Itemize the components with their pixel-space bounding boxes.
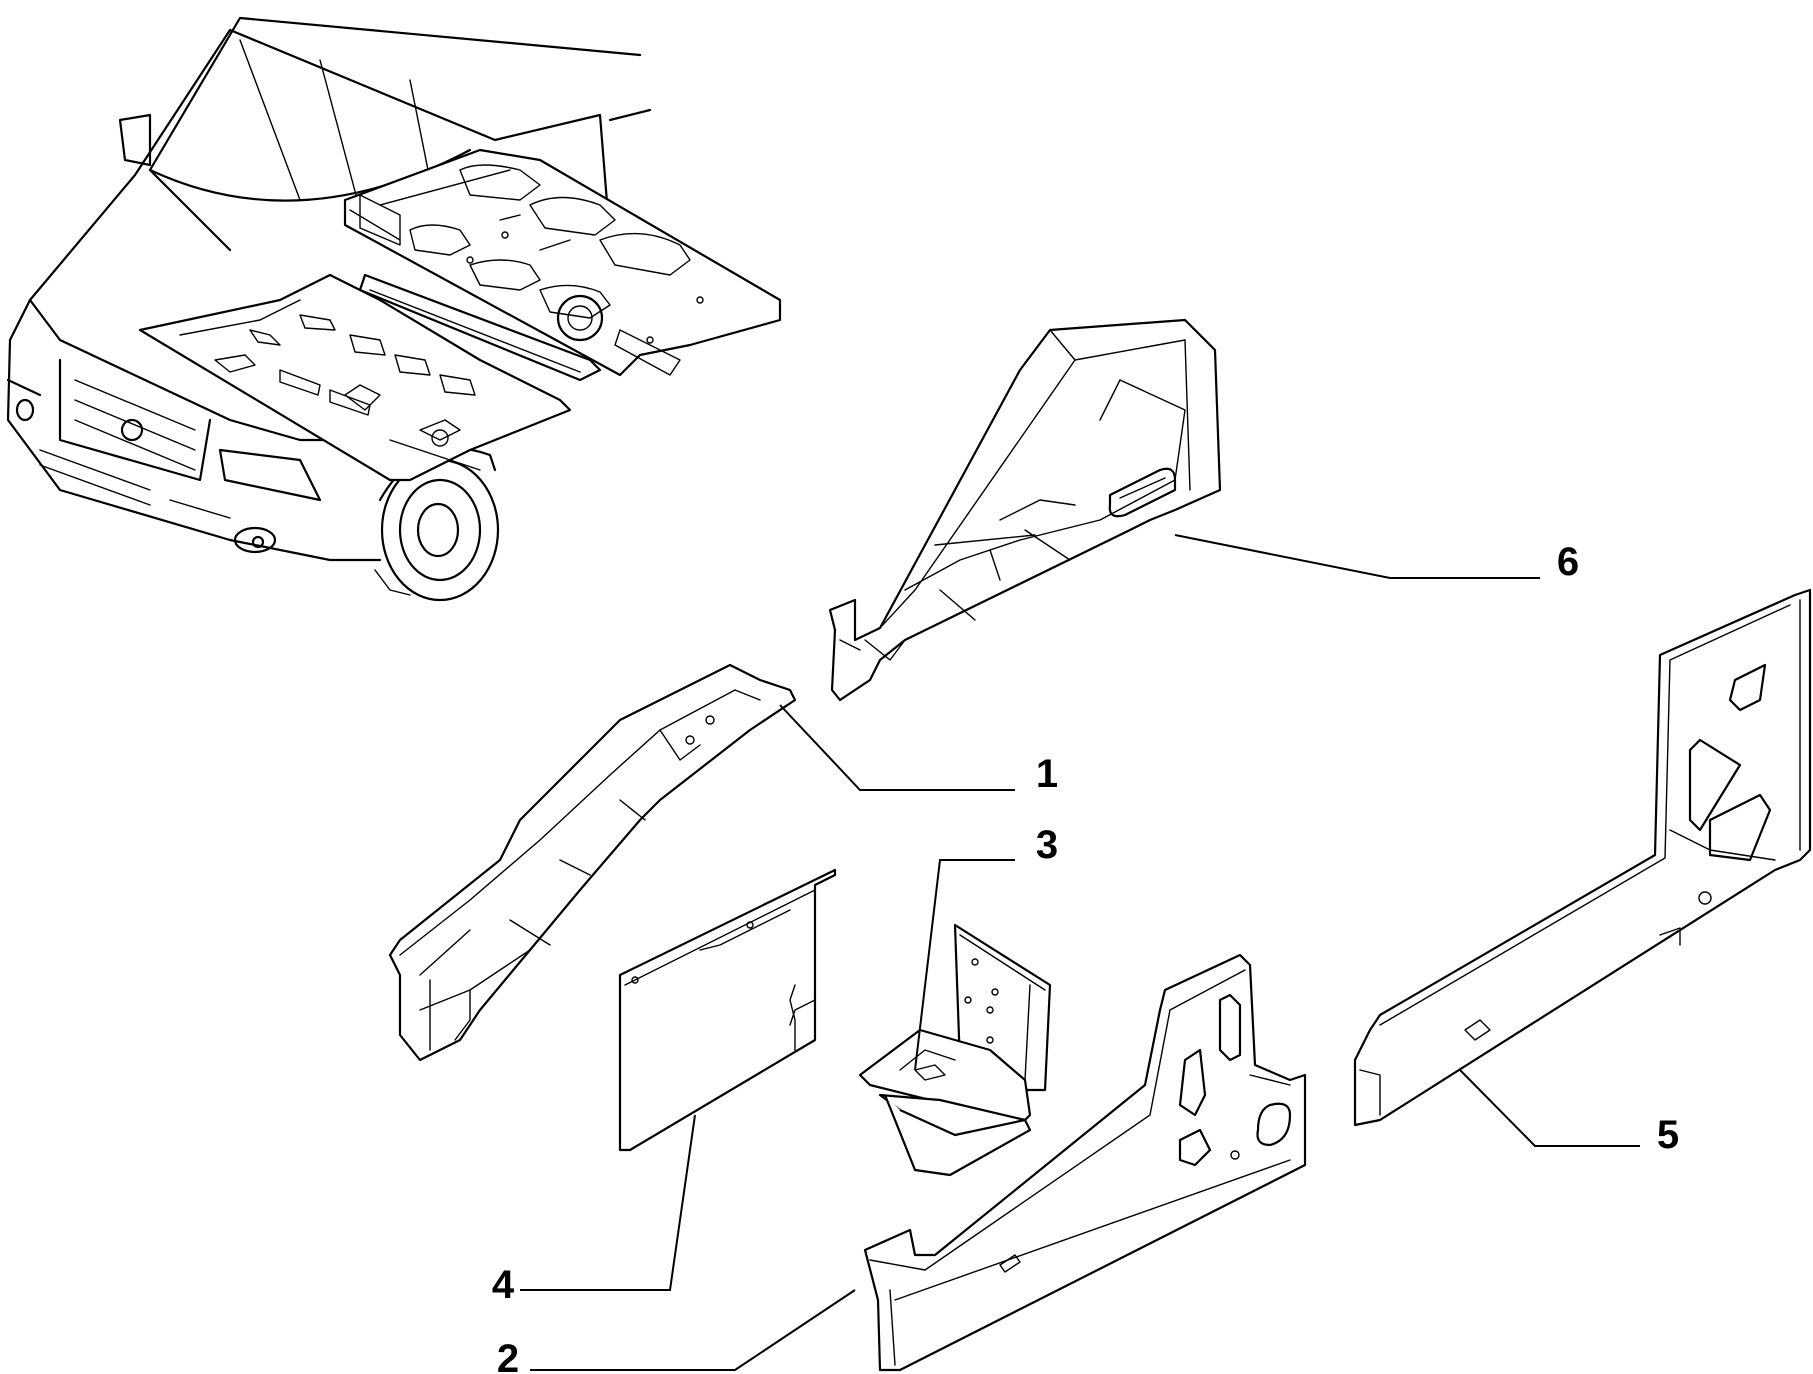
leader-line-3 [914, 859, 1015, 1071]
callout-3: 3 [1036, 823, 1058, 867]
part-1-front-rail [388, 663, 797, 1062]
van-overview-illustration [6, 16, 782, 602]
callout-2: 2 [497, 1337, 519, 1374]
callout-5: 5 [1657, 1113, 1679, 1157]
callout-4: 4 [492, 1263, 515, 1307]
leader-line-5 [1459, 1069, 1640, 1147]
part-4-panel [618, 868, 837, 1152]
callout-1: 1 [1036, 752, 1058, 796]
part-3-bracket [858, 923, 1052, 1177]
callout-6: 6 [1557, 540, 1579, 584]
leader-line-2 [530, 1289, 856, 1371]
leader-line-1 [779, 704, 1015, 791]
part-6-rear-rail [828, 318, 1222, 702]
leader-line-6 [1174, 534, 1540, 579]
part-2-sill [863, 953, 1307, 1372]
part-5-sill [1353, 588, 1812, 1127]
leader-line-4 [520, 1114, 696, 1291]
